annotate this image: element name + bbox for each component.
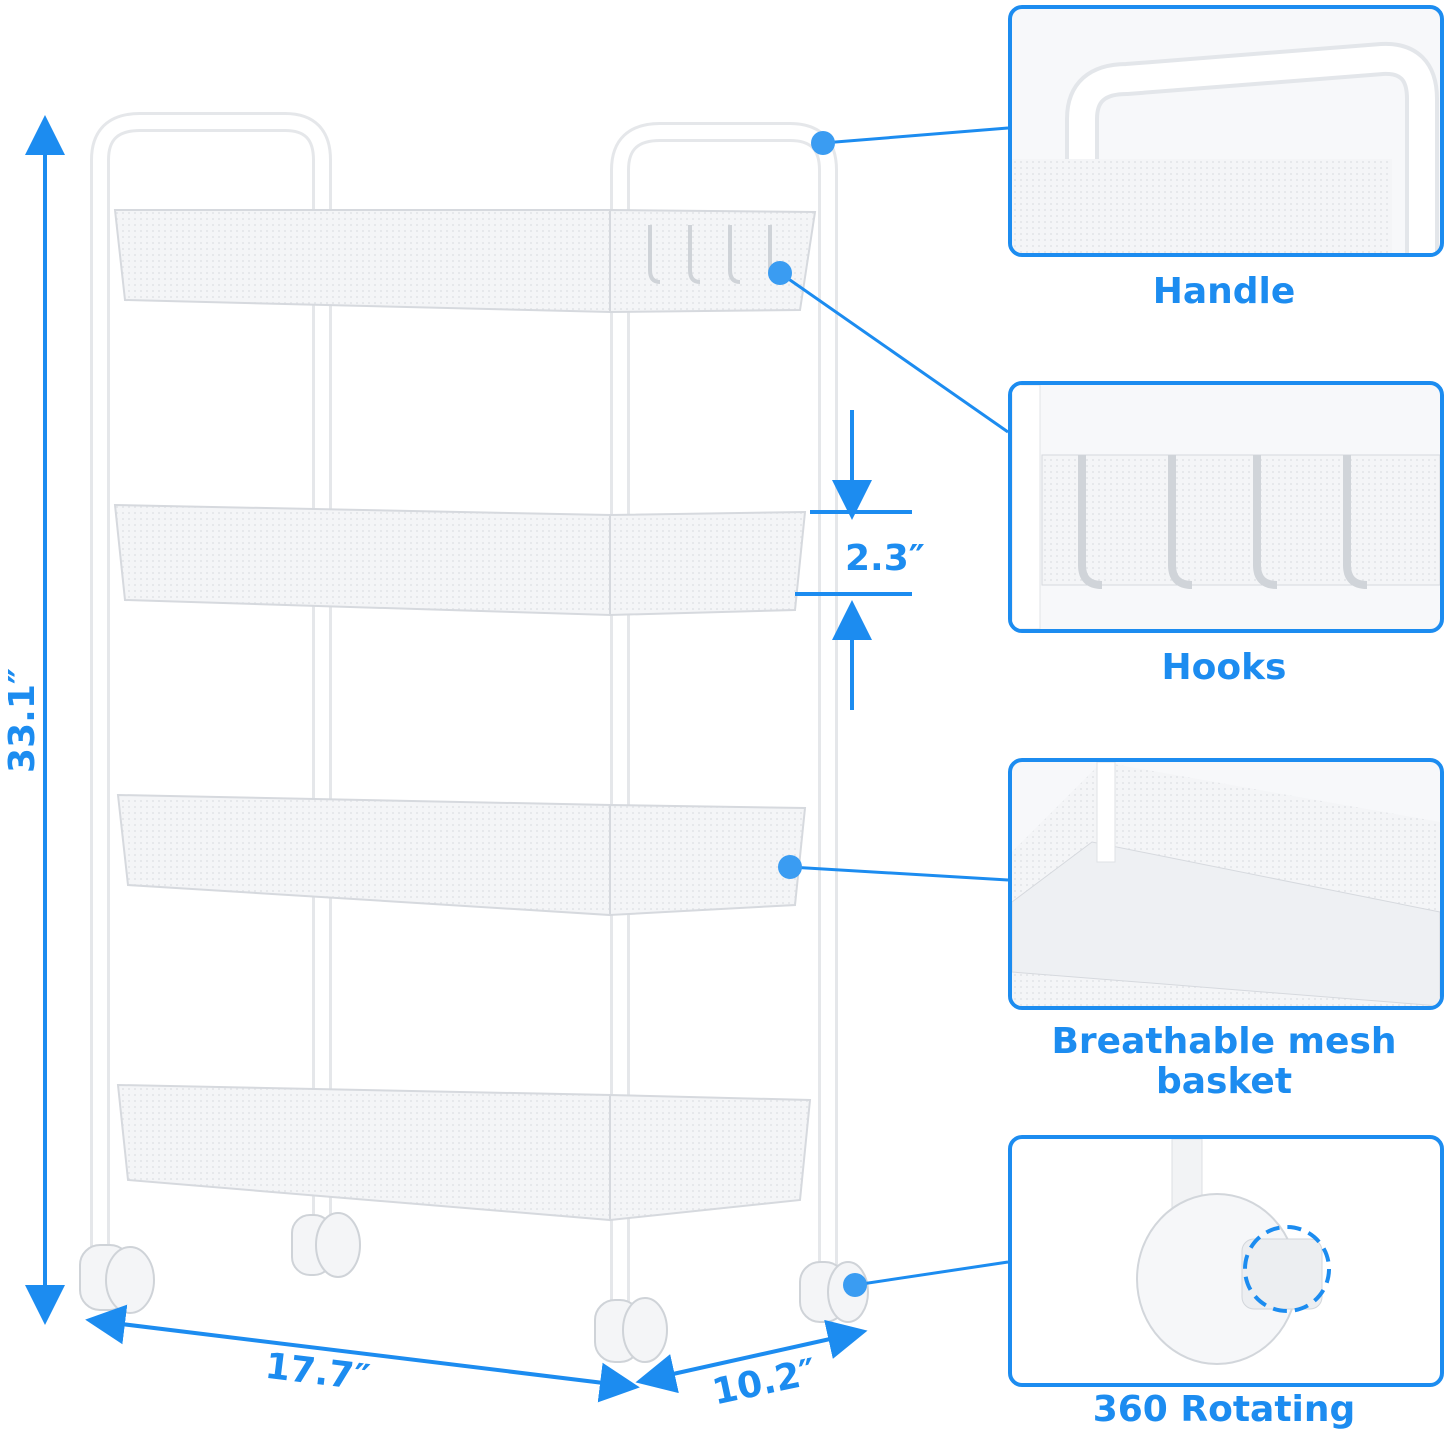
mesh-baskets <box>113 208 817 1222</box>
mesh-basket-closeup <box>1008 758 1444 1010</box>
mesh-basket-caption: Breathable mesh basket <box>1051 1021 1397 1102</box>
dimension-arrows <box>25 115 912 1403</box>
height-label: 33.1″ <box>1 668 43 773</box>
hooks-caption: Hooks <box>1161 647 1287 688</box>
handle-caption: Handle <box>1152 271 1296 312</box>
shelf-lip-label: 2.3″ <box>845 538 925 579</box>
caster-wheel-caption: 360 Rotating <box>1092 1389 1356 1430</box>
hooks-closeup <box>1008 381 1444 633</box>
caster-wheel-closeup <box>1008 1135 1444 1387</box>
callout-lines <box>768 126 1009 1297</box>
wheels <box>79 1212 869 1363</box>
handle-closeup <box>1008 5 1444 257</box>
